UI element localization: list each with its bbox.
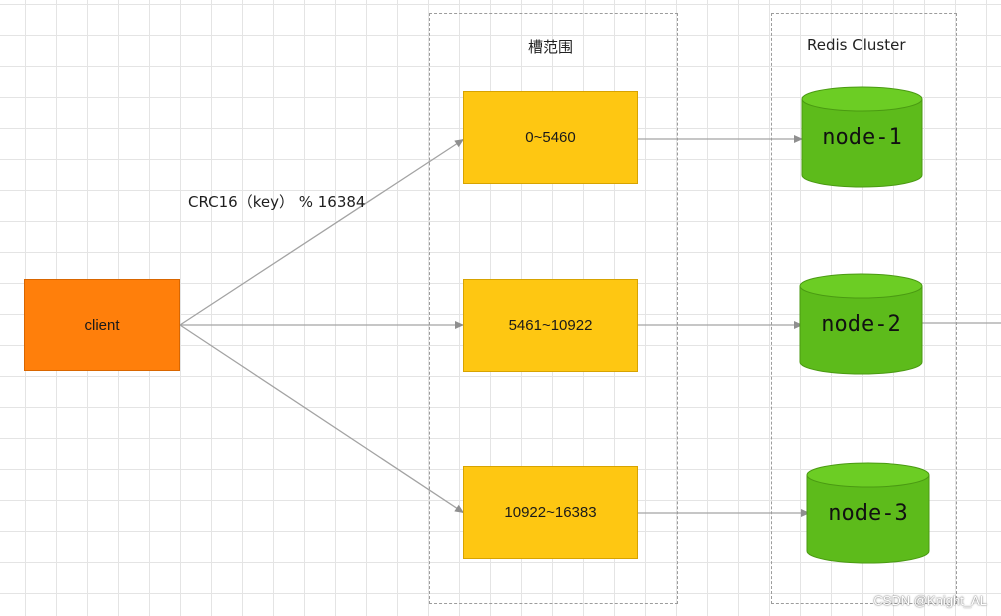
slot-label: 0~5460 xyxy=(525,129,576,146)
slot-label: 10922~16383 xyxy=(504,504,597,521)
database-cylinder-icon xyxy=(801,86,923,188)
slot-box-2: 5461~10922 xyxy=(463,279,638,372)
node-1-cylinder: node-1 xyxy=(801,86,923,188)
slot-range-group xyxy=(429,13,678,604)
client-label: client xyxy=(84,316,120,334)
node-label: node-3 xyxy=(828,501,908,526)
slot-box-3: 10922~16383 xyxy=(463,466,638,559)
slot-range-title: 槽范围 xyxy=(528,38,574,56)
redis-cluster-title: Redis Cluster xyxy=(807,36,906,54)
node-2-cylinder: node-2 xyxy=(799,273,923,375)
node-label: node-2 xyxy=(821,312,901,337)
arrow-client-to-slot-3 xyxy=(179,324,465,514)
watermark: CSDN @Knight_AL xyxy=(873,593,987,608)
arrow-client-to-slot-1 xyxy=(179,138,465,326)
hash-function-label: CRC16（key） % 16384 xyxy=(188,193,366,211)
database-cylinder-icon xyxy=(799,273,923,375)
client-box: client xyxy=(24,279,180,371)
slot-label: 5461~10922 xyxy=(508,317,593,334)
redis-cluster-group xyxy=(771,13,957,604)
node-label: node-1 xyxy=(822,125,902,150)
node-3-cylinder: node-3 xyxy=(806,462,930,564)
slot-box-1: 0~5460 xyxy=(463,91,638,184)
database-cylinder-icon xyxy=(806,462,930,564)
